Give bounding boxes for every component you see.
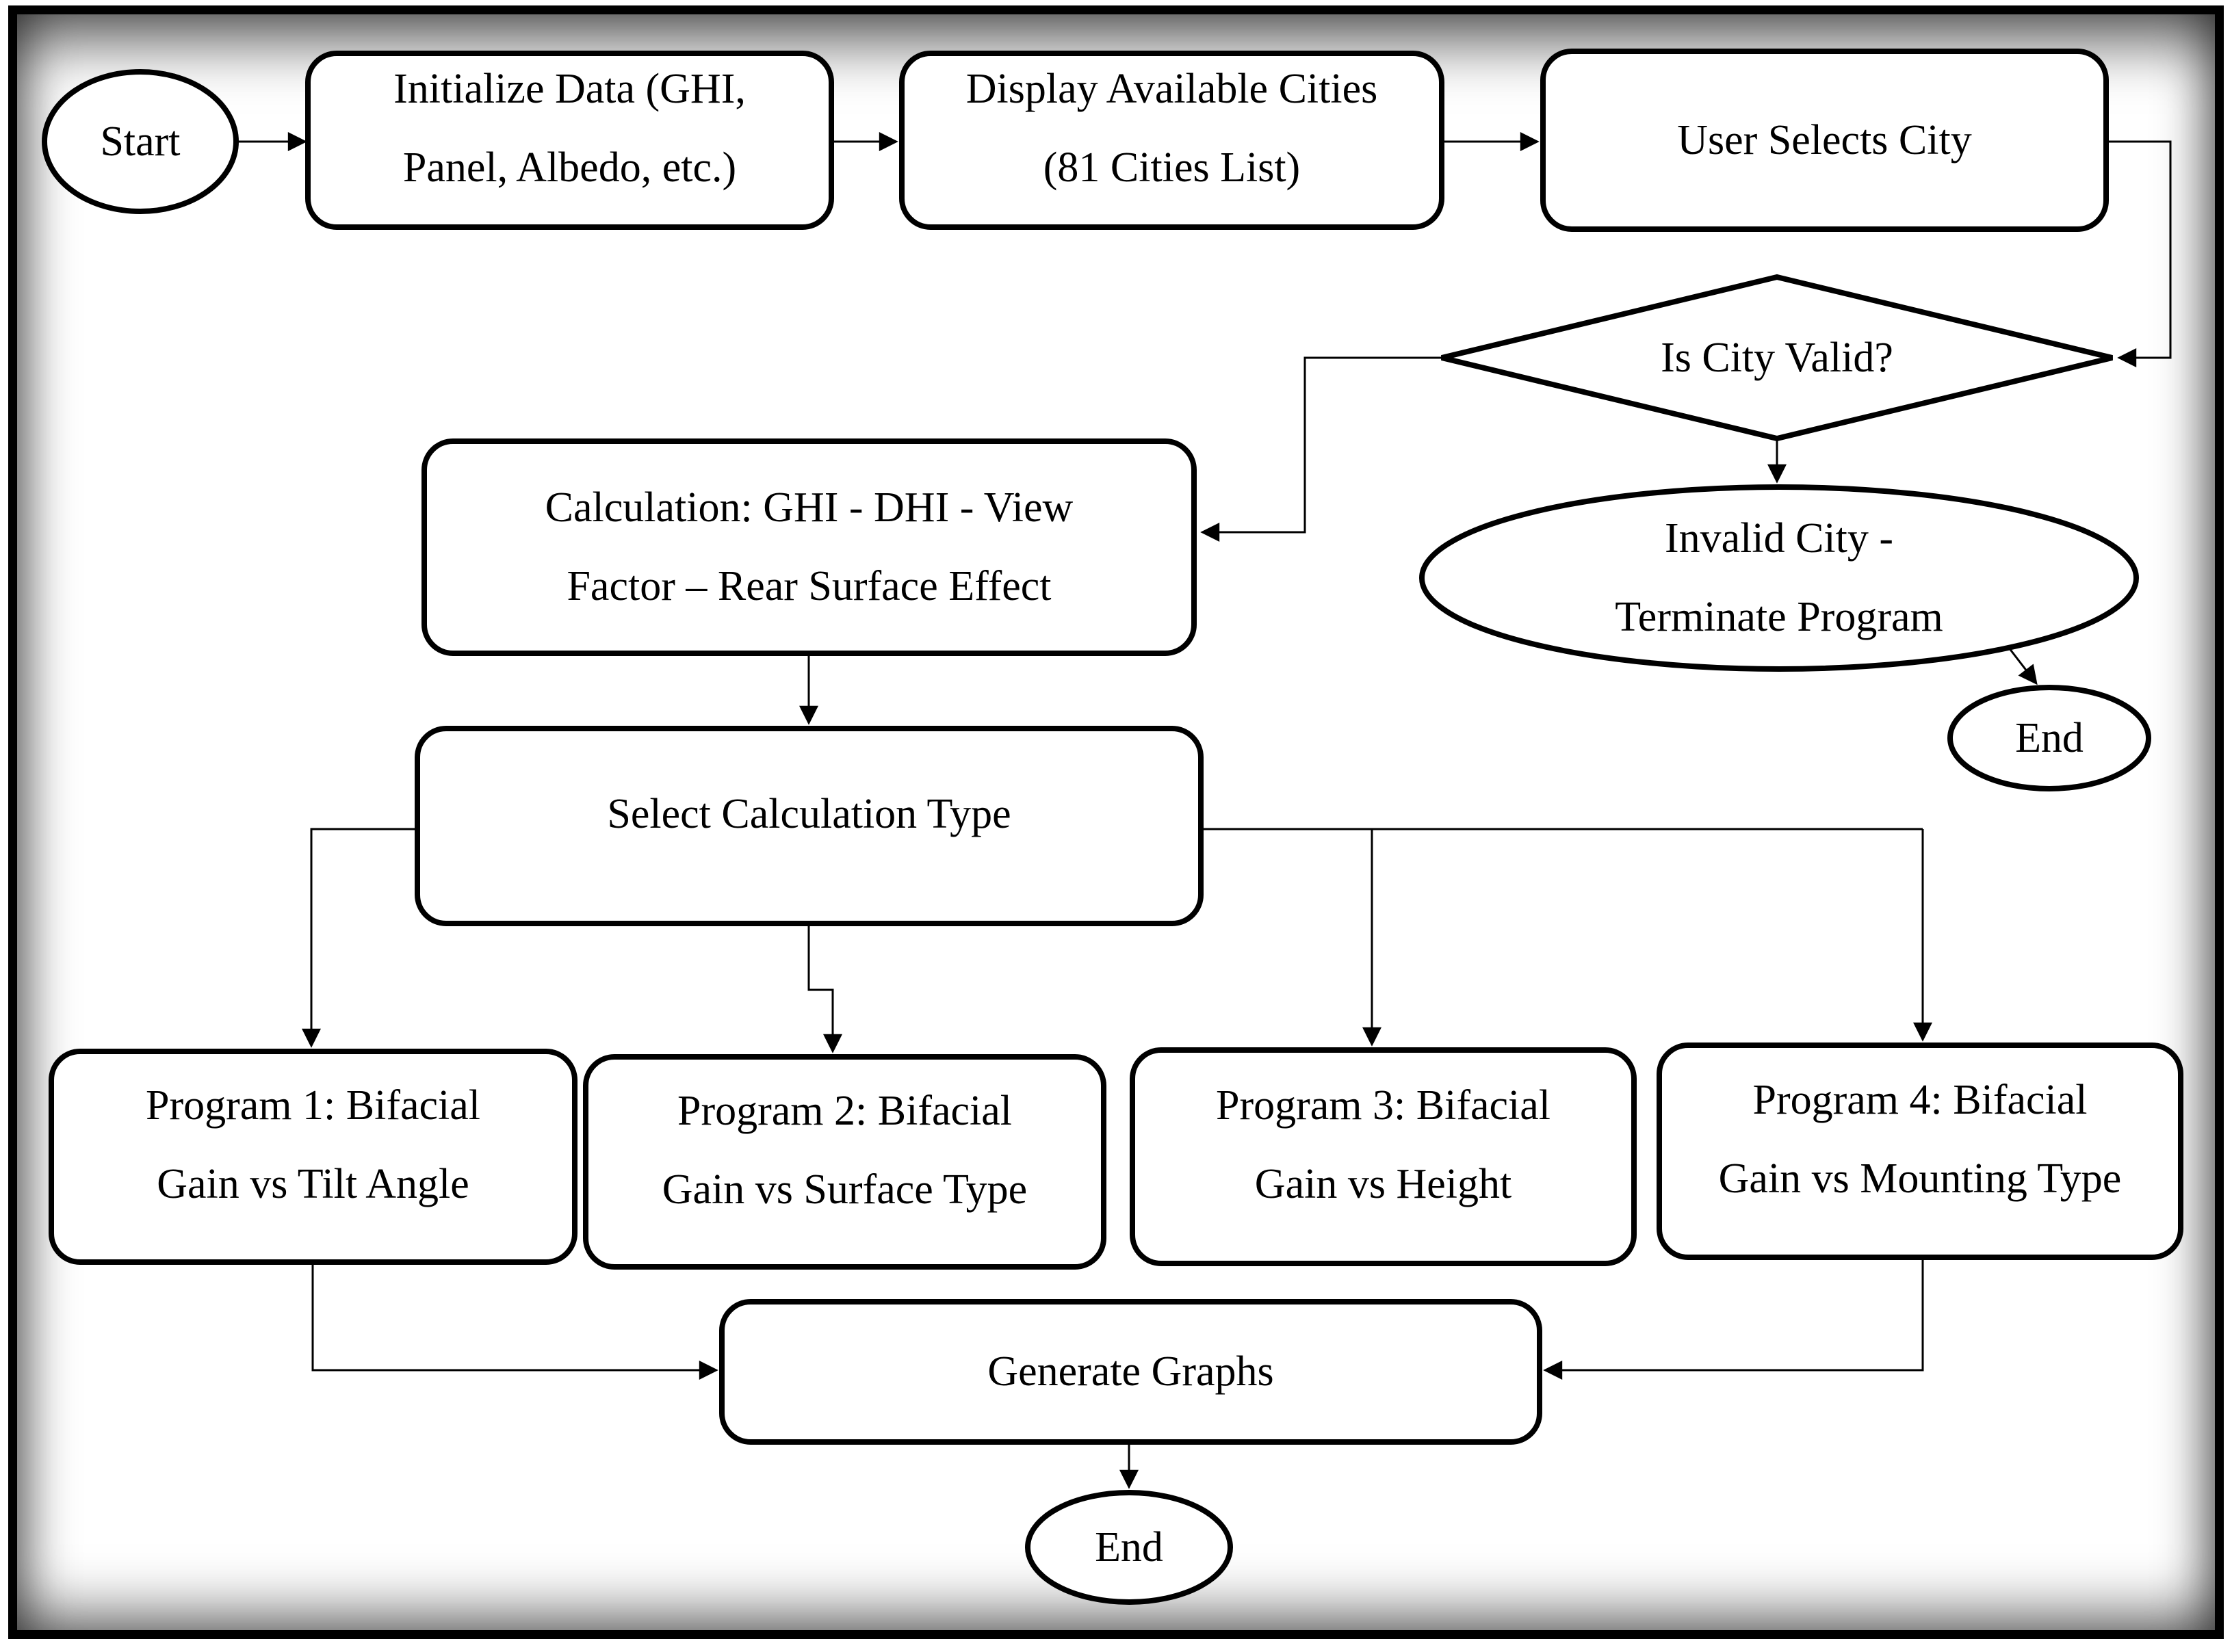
edge-program4-to-generate [1543, 1257, 1924, 1380]
edges [236, 132, 2172, 1489]
edge-program1-to-generate [311, 1262, 718, 1380]
node-invalid-city [1419, 484, 2139, 672]
node-calculation [421, 438, 1197, 656]
edge-select-to-program1 [302, 828, 417, 1048]
node-program1 [49, 1049, 578, 1265]
node-end-main [1025, 1490, 1233, 1605]
edge-invalid-to-end [2008, 647, 2038, 685]
node-shapes [42, 49, 2183, 1605]
node-generate-graphs [719, 1299, 1542, 1445]
edge-user-to-valid [2106, 140, 2172, 367]
node-program3 [1130, 1047, 1637, 1266]
node-program4 [1657, 1043, 2183, 1260]
node-end-invalid [1947, 685, 2151, 791]
node-select-calculation-type [415, 726, 1204, 926]
edge-select-to-program2 [807, 923, 842, 1053]
node-display-cities [899, 51, 1444, 230]
node-program2 [583, 1054, 1106, 1270]
node-start [42, 69, 239, 214]
node-initialize-data [305, 51, 834, 230]
edge-valid-to-calculation [1200, 356, 1442, 542]
node-user-selects-city [1540, 49, 2109, 232]
node-is-city-valid [1441, 274, 2113, 442]
